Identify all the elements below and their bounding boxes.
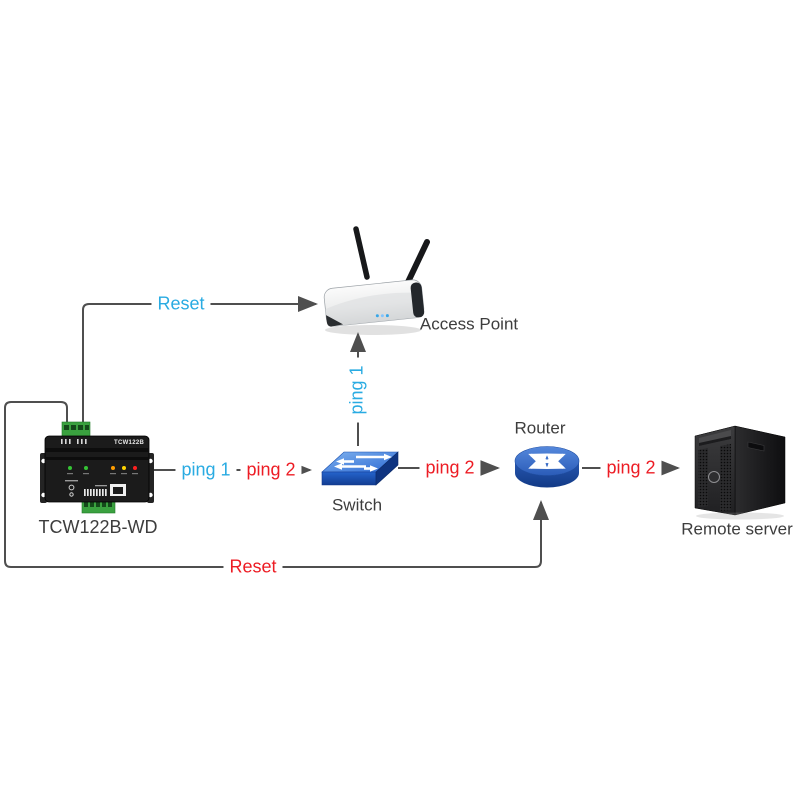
access-point-body — [323, 279, 425, 327]
device-led-strip — [67, 466, 138, 475]
switch-image — [318, 444, 400, 494]
antenna-right-icon — [405, 239, 430, 285]
router-image — [512, 443, 582, 495]
server-label: Remote server — [681, 519, 793, 539]
switch-arrows-icon — [334, 453, 392, 472]
link-label-ping1-switch-ap: ping 1 — [346, 357, 368, 423]
device-ethernet-port — [110, 484, 126, 496]
access-point-shadow — [325, 325, 421, 335]
link-label-ping2-router-server: ping 2 — [600, 457, 662, 479]
device-power-jack — [65, 480, 78, 497]
link-label-reset-router: Reset — [223, 556, 283, 578]
router-arrows-icon — [528, 453, 566, 470]
link-label-ping2-tcw-switch: ping 2 — [240, 459, 302, 481]
device-dip-pins — [84, 485, 107, 496]
device-pin-markings — [61, 439, 87, 444]
tcw122b-label: TCW122B-WD — [38, 517, 158, 538]
link-label-reset-access-point: Reset — [151, 293, 211, 315]
server-side-handle — [747, 441, 765, 452]
router-label: Router — [514, 418, 566, 438]
link-label-ping2-switch-router: ping 2 — [419, 457, 481, 479]
access-point-label: Access Point — [419, 314, 519, 334]
terminal-block-top — [61, 421, 91, 438]
server-vent-right — [720, 444, 731, 511]
wire-reset-to-router — [4, 401, 549, 568]
server-logo-icon — [708, 471, 720, 483]
antenna-left-icon — [353, 226, 370, 280]
access-point-image — [315, 220, 430, 340]
link-label-ping1-tcw-switch: ping 1 — [175, 459, 237, 481]
server-image — [690, 413, 790, 521]
device-model-text: TCW122B — [114, 440, 144, 446]
access-point-leds — [375, 314, 389, 318]
server-vent-left — [698, 448, 708, 507]
terminal-block-bottom — [81, 498, 116, 514]
switch-label: Switch — [331, 495, 383, 515]
wire-reset-to-access-point — [82, 296, 318, 426]
tcw122b-device-image: TCW122B — [40, 417, 154, 519]
